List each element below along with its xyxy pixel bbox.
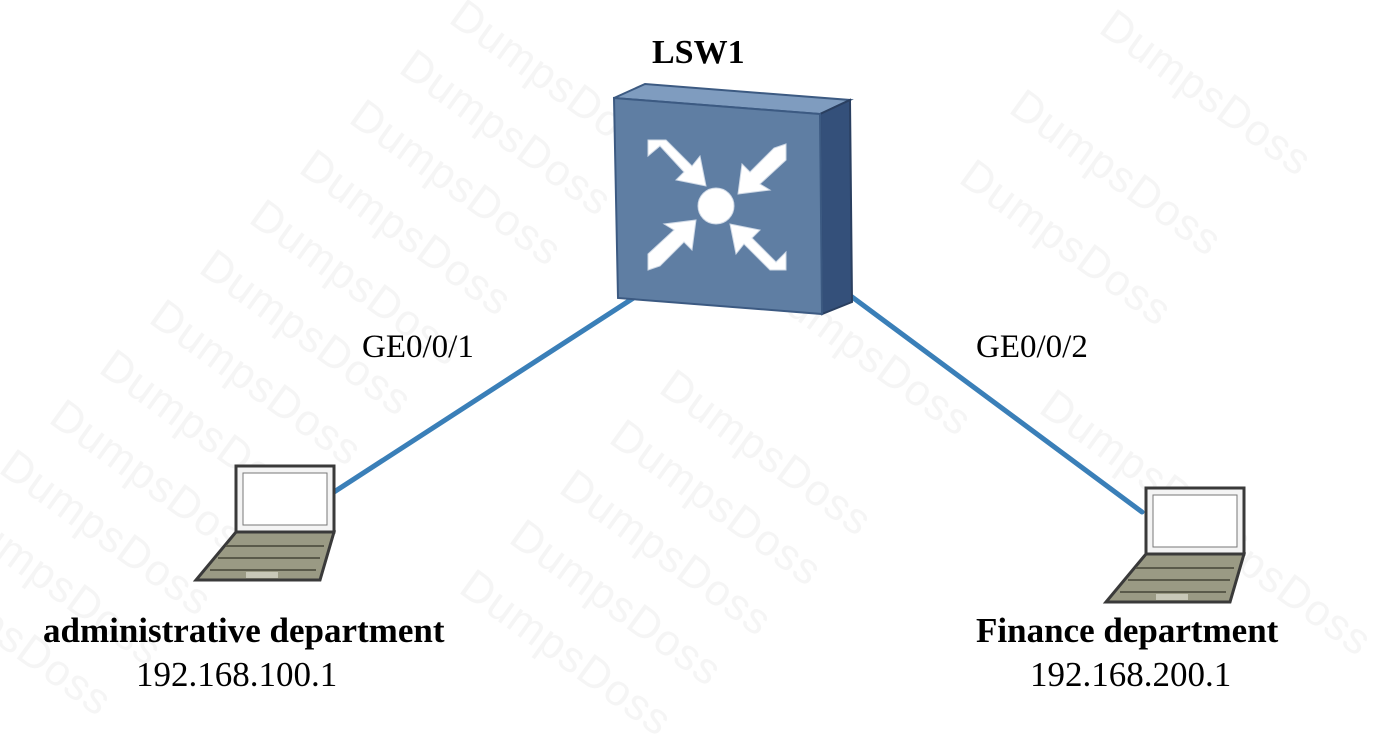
host-name-finance: Finance department xyxy=(976,611,1279,650)
port-label-ge0-0-1: GE0/0/1 xyxy=(362,329,474,365)
link-ge0-0-1 xyxy=(331,283,655,495)
switch-name: LSW1 xyxy=(652,34,745,71)
host-name-administrative: administrative department xyxy=(43,611,445,650)
host-ip-administrative: 192.168.100.1 xyxy=(136,655,338,694)
link-ge0-0-2 xyxy=(837,285,1145,515)
laptop-icon xyxy=(1102,486,1246,604)
port-label-ge0-0-2: GE0/0/2 xyxy=(976,329,1088,365)
layer3-switch-icon xyxy=(612,82,854,316)
host-ip-finance: 192.168.200.1 xyxy=(1030,655,1232,694)
laptop-icon xyxy=(192,464,336,582)
